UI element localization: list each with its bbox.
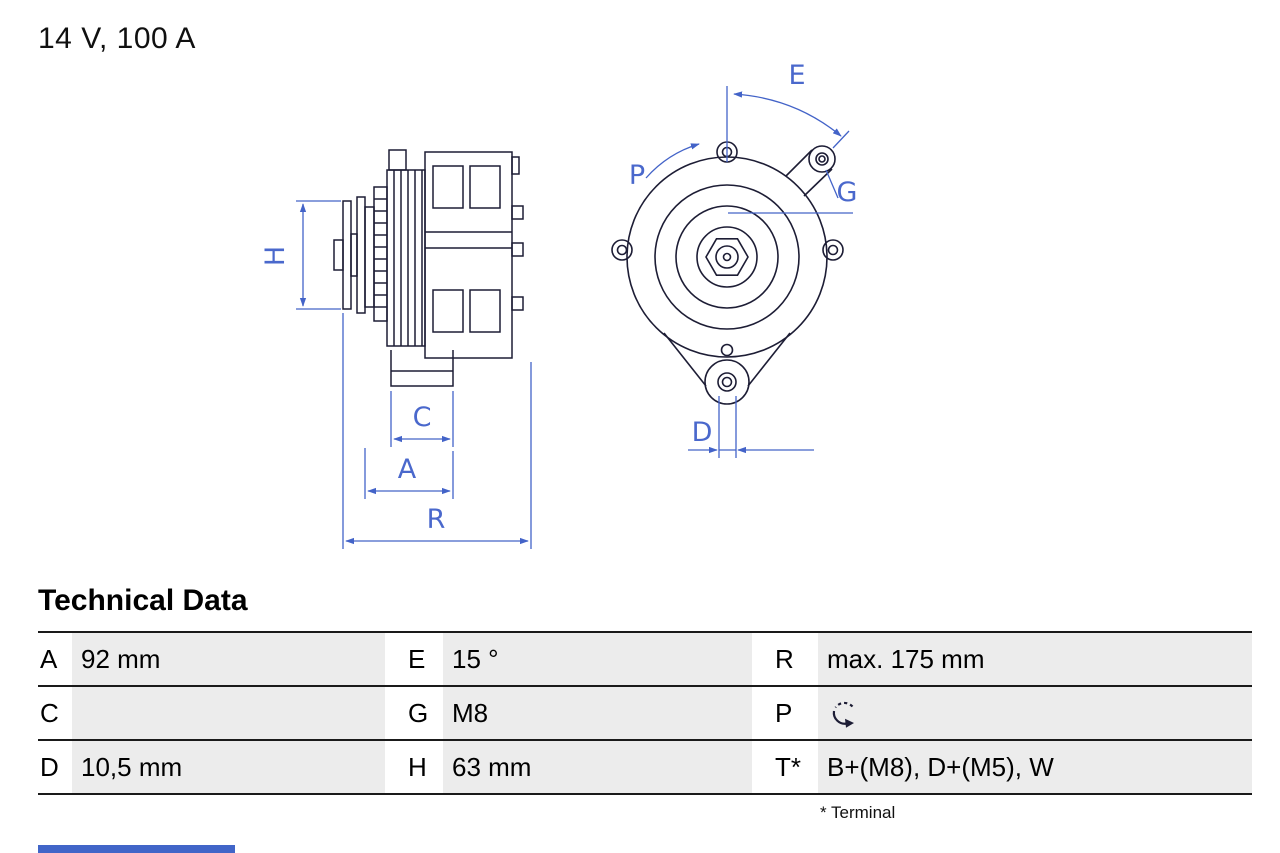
tech-key-c: C <box>38 687 72 739</box>
tech-key-t: T* <box>752 741 818 793</box>
terminal-footnote: * Terminal <box>820 803 896 822</box>
tech-value-c <box>72 687 385 739</box>
partial-button-bottom[interactable] <box>38 845 235 853</box>
tech-key-p: P <box>752 687 818 739</box>
tech-value-g: M8 <box>443 687 752 739</box>
tech-value-p <box>818 687 1252 739</box>
front-view-dimension-labels: E P G D <box>629 60 858 448</box>
tech-key-g: G <box>385 687 443 739</box>
tech-value-h: 63 mm <box>443 741 752 793</box>
side-view-drawing <box>333 149 524 387</box>
tech-value-a: 92 mm <box>72 633 385 685</box>
tech-key-a: A <box>38 633 72 685</box>
side-view-dimensions <box>296 200 532 549</box>
dim-label-a: A <box>398 454 417 485</box>
technical-data-section: Technical Data A 92 mm E 15 ° R max. 175… <box>38 584 1252 823</box>
tech-value-e: 15 ° <box>443 633 752 685</box>
dim-label-p: P <box>629 160 645 191</box>
tech-value-r: max. 175 mm <box>818 633 1252 685</box>
side-view-dimension-labels: H C A R <box>260 246 445 535</box>
table-row: C G M8 P <box>38 685 1252 739</box>
alternator-technical-drawing: H C A R <box>260 60 858 549</box>
dim-label-g: G <box>837 177 858 208</box>
front-view-dimensions <box>645 86 853 458</box>
technical-data-table: A 92 mm E 15 ° R max. 175 mm C G M8 P D <box>38 631 1252 795</box>
tech-key-d: D <box>38 741 72 793</box>
tech-key-h: H <box>385 741 443 793</box>
front-view-drawing <box>611 141 844 405</box>
dim-label-e: E <box>788 60 805 91</box>
dim-label-h: H <box>260 246 291 266</box>
tech-value-d: 10,5 mm <box>72 741 385 793</box>
table-row: A 92 mm E 15 ° R max. 175 mm <box>38 631 1252 685</box>
dim-label-c: C <box>413 402 432 433</box>
dim-label-r: R <box>427 504 446 535</box>
tech-key-e: E <box>385 633 443 685</box>
technical-data-title: Technical Data <box>38 584 248 617</box>
voltage-amperage-rating: 14 V, 100 A <box>38 22 196 55</box>
table-row: D 10,5 mm H 63 mm T* B+(M8), D+(M5), W <box>38 739 1252 793</box>
dim-label-d: D <box>692 417 713 448</box>
tech-value-t: B+(M8), D+(M5), W <box>818 741 1252 793</box>
tech-key-r: R <box>752 633 818 685</box>
counterclockwise-rotation-icon <box>832 701 854 728</box>
